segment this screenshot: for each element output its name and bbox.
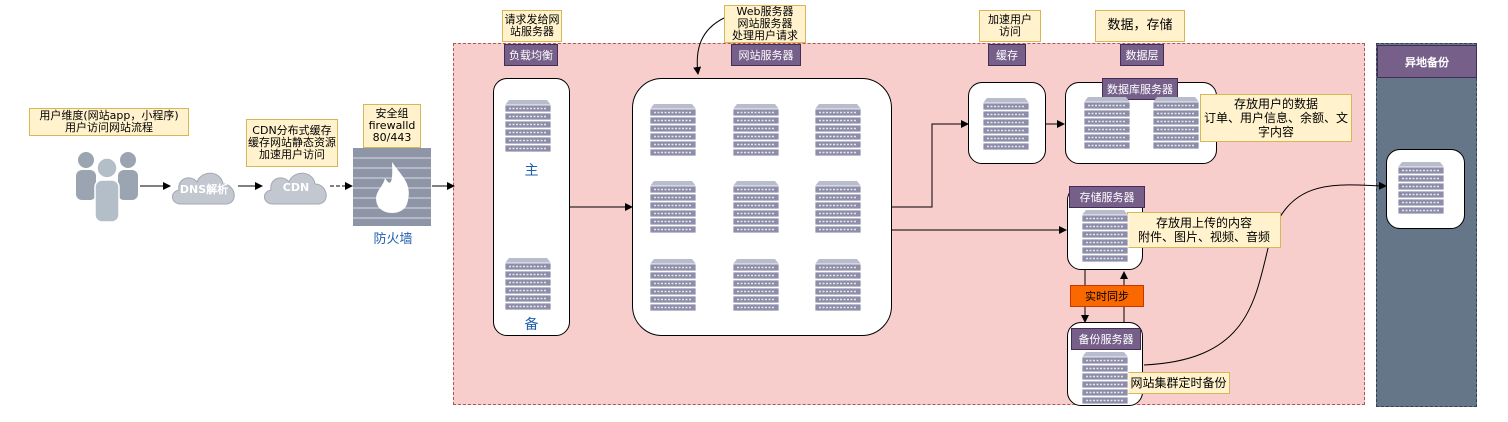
lb-tag: 负载均衡 (504, 44, 558, 66)
lb-backup-label: 备 (524, 317, 539, 333)
firewall-icon (353, 148, 431, 226)
server-icon (1081, 352, 1129, 405)
storage-tag: 存储服务器 (1069, 186, 1145, 208)
cache-tag: 缓存 (988, 44, 1026, 66)
arrow-web-cache (892, 120, 969, 208)
server-icon (649, 181, 697, 234)
db-note: 存放用户的数据 订单、用户信息、余额、文 字内容 (1200, 94, 1352, 142)
cache-note: 加速用户 访问 (979, 10, 1041, 42)
storage-note: 存放用上传的内容 附件、图片、视频、音频 (1127, 212, 1281, 248)
backup-note: 网站集群定时备份 (1127, 372, 1230, 394)
db-tag: 数据库服务器 (1102, 78, 1178, 100)
server-icon (814, 181, 862, 234)
server-icon (732, 104, 780, 157)
user-note: 用户维度(网站app，小程序) 用户访问网站流程 (29, 108, 189, 136)
server-icon (504, 258, 552, 311)
server-icon (814, 104, 862, 157)
server-icon (1152, 97, 1200, 150)
server-icon (504, 100, 552, 153)
cdn-note: CDN分布式缓存 缓存网站静态资源 加速用户访问 (246, 119, 338, 167)
firewall-note: 安全组 firewalld 80/443 (363, 104, 421, 148)
firewall-label: 防火墙 (373, 232, 413, 247)
cdn-label: CDN (282, 181, 310, 194)
cloud-icon (264, 172, 327, 205)
lb-primary-label: 主 (524, 163, 539, 179)
dns-label: DNS解析 (179, 183, 229, 196)
web-tag: 网站服务器 (731, 44, 801, 66)
server-icon (649, 259, 697, 312)
server-icon (732, 259, 780, 312)
cloud-icon (172, 172, 235, 205)
lb-note: 请求发给网 站服务器 (502, 10, 562, 42)
server-icon (1081, 210, 1129, 263)
server-icon (814, 259, 862, 312)
users-icon (76, 152, 138, 223)
server-icon (982, 98, 1030, 151)
server-icon (649, 104, 697, 157)
server-icon (1083, 97, 1131, 150)
offsite-tag: 异地备份 (1377, 45, 1477, 78)
web-note: Web服务器 网站服务器 处理用户请求 (724, 5, 806, 43)
arrow-web-note (693, 17, 725, 75)
data-tag: 数据层 (1120, 44, 1164, 66)
server-icon (732, 181, 780, 234)
sync-badge: 实时同步 (1070, 285, 1144, 307)
server-icon (1397, 162, 1445, 215)
backup-tag: 备份服务器 (1071, 328, 1141, 350)
data-note: 数据，存储 (1095, 10, 1185, 42)
